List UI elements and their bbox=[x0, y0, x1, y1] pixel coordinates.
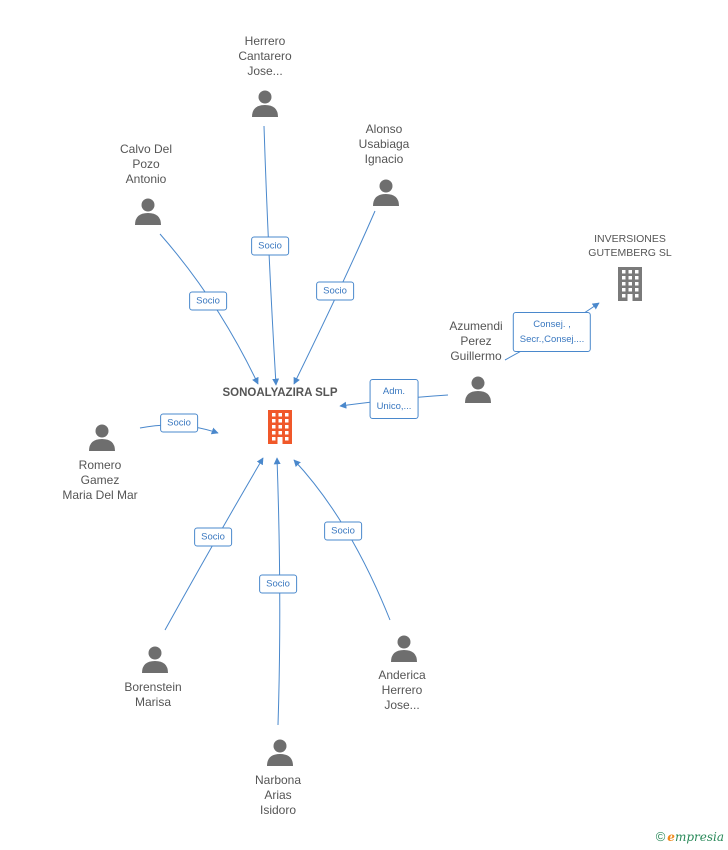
person-icon[interactable] bbox=[463, 374, 493, 404]
edge-label-calvo-to-center[interactable]: Socio bbox=[189, 291, 227, 311]
node-label-line: Alonso bbox=[365, 122, 403, 136]
node-label-line: Ignacio bbox=[364, 152, 404, 166]
node-label-line: Herrero bbox=[381, 683, 423, 697]
node-label-line: Romero bbox=[78, 458, 122, 472]
edge-label-romero-to-center[interactable]: Socio bbox=[160, 413, 198, 433]
edge-label-azumendi-to-center[interactable]: Adm. Unico,... bbox=[369, 379, 419, 419]
node-label-line: Antonio bbox=[125, 172, 167, 186]
node-label-line: Isidoro bbox=[259, 803, 297, 817]
node-label-line: Guillermo bbox=[450, 349, 502, 363]
person-icon[interactable] bbox=[389, 633, 419, 663]
brand-name: mpresia bbox=[674, 830, 724, 844]
company-building-icon[interactable] bbox=[614, 265, 646, 301]
edge-label-borenstein-to-center[interactable]: Socio bbox=[194, 527, 232, 547]
edge-label-alonso-to-center[interactable]: Socio bbox=[316, 281, 354, 301]
edge-label-line: Socio bbox=[323, 285, 347, 297]
person-icon[interactable] bbox=[140, 644, 170, 674]
node-label-line: Arias bbox=[264, 788, 292, 802]
edge-label-herrero-to-center[interactable]: Socio bbox=[251, 236, 289, 256]
edge-label-anderica-to-center[interactable]: Socio bbox=[324, 521, 362, 541]
edge-label-line: Consej. , bbox=[533, 319, 571, 330]
person-icon[interactable] bbox=[265, 737, 295, 767]
person-icon[interactable] bbox=[133, 196, 163, 226]
node-label-line: Borenstein bbox=[124, 680, 182, 694]
edge-label-line: Socio bbox=[266, 578, 290, 590]
edge-label-azumendi-to-inversiones[interactable]: Consej. , Secr.,Consej.... bbox=[512, 312, 592, 352]
edge-label-line: Secr.,Consej.... bbox=[519, 334, 585, 345]
node-label-line: Marisa bbox=[134, 695, 171, 709]
node-label-line: INVERSIONES bbox=[594, 233, 666, 245]
node-label-inversiones[interactable]: INVERSIONES GUTEMBERG SL bbox=[588, 232, 671, 260]
node-label-line: Narbona bbox=[254, 773, 302, 787]
edge-label-line: Socio bbox=[258, 240, 282, 252]
center-company-name[interactable]: SONOALYAZIRA SLP bbox=[222, 387, 338, 399]
node-label-line: Pozo bbox=[132, 157, 160, 171]
edge-herrero-to-center bbox=[263, 125, 280, 386]
node-label-line: Jose... bbox=[247, 64, 283, 78]
edge-label-line: Adm. bbox=[382, 386, 406, 397]
edge-label-narbona-to-center[interactable]: Socio bbox=[259, 574, 297, 594]
edge-narbona-to-center bbox=[273, 457, 281, 726]
node-label-line: Gamez bbox=[80, 473, 120, 487]
brand-watermark: ©empresia bbox=[656, 829, 724, 844]
node-label-line: Perez bbox=[460, 334, 492, 348]
edge-label-line: Socio bbox=[167, 417, 191, 429]
edge-label-line: Unico,... bbox=[376, 401, 412, 412]
edge-label-line: Socio bbox=[331, 525, 355, 537]
person-icon[interactable] bbox=[250, 88, 280, 118]
node-label-line: GUTEMBERG SL bbox=[588, 247, 672, 259]
node-label-line: Azumendi bbox=[449, 319, 503, 333]
node-label-line: Anderica bbox=[378, 668, 426, 682]
node-label-line: Maria Del Mar bbox=[62, 488, 138, 502]
edge-label-line: Socio bbox=[201, 531, 225, 543]
company-building-icon-center[interactable] bbox=[264, 408, 296, 444]
node-label-line: Calvo Del bbox=[119, 142, 173, 156]
node-label-line: Usabiaga bbox=[358, 137, 410, 151]
edge-label-line: Socio bbox=[196, 295, 220, 307]
brand-initial: e bbox=[667, 830, 675, 844]
node-label-line: Herrero bbox=[244, 34, 286, 48]
person-icon[interactable] bbox=[371, 177, 401, 207]
node-label-line: Jose... bbox=[384, 698, 420, 712]
node-label-line: Cantarero bbox=[238, 49, 292, 63]
person-icon[interactable] bbox=[87, 422, 117, 452]
copyright-symbol: © bbox=[655, 829, 666, 844]
